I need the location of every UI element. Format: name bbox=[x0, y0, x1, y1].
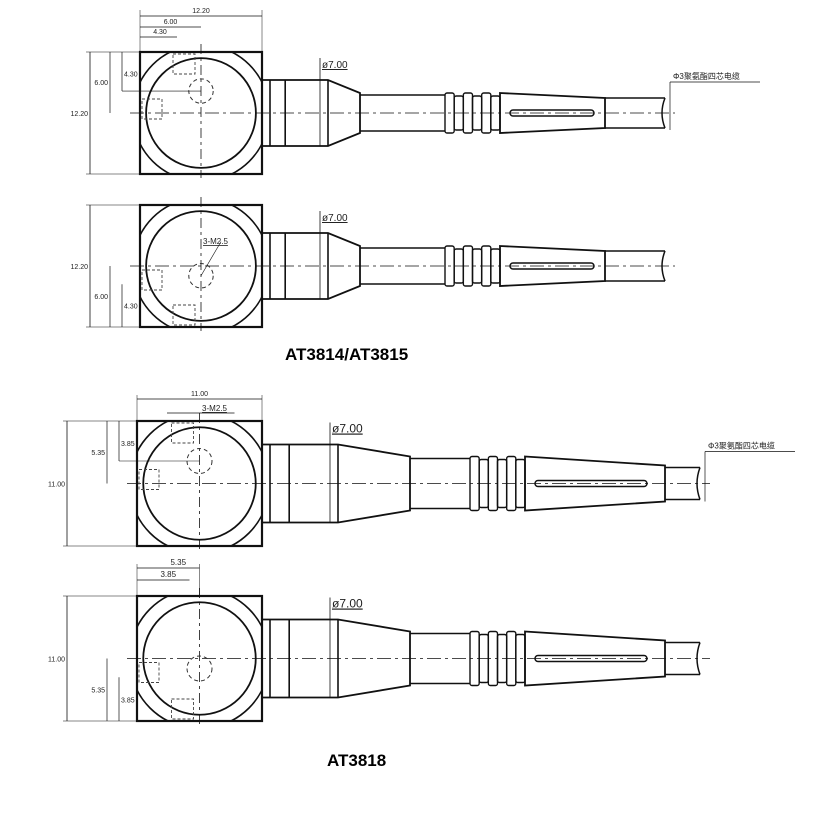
diameter-label: ø7.00 bbox=[332, 422, 363, 436]
cable bbox=[605, 97, 666, 129]
cable-connector bbox=[262, 618, 701, 699]
height-label: 12.20 bbox=[70, 111, 88, 118]
sleeve-slot bbox=[534, 654, 648, 663]
hidden-hole bbox=[172, 53, 196, 75]
sleeve-slot bbox=[534, 479, 648, 488]
v-mid-label: 6.00 bbox=[94, 294, 108, 301]
v-mid-label: 6.00 bbox=[94, 80, 108, 87]
model-title-at3818: AT3818 bbox=[327, 751, 387, 770]
cable-spec-label: Φ3聚氨酯四芯电缆 bbox=[708, 441, 775, 451]
thread-label: 3-M2.5 bbox=[202, 404, 227, 413]
v-mid-label: 5.35 bbox=[91, 450, 105, 457]
height-label: 12.20 bbox=[70, 264, 88, 271]
hidden-hole bbox=[141, 98, 163, 120]
cable bbox=[665, 466, 701, 501]
cable-connector bbox=[262, 443, 701, 524]
v-mid-label: 5.35 bbox=[91, 687, 105, 694]
hidden-hole bbox=[141, 269, 163, 291]
v-inner-label: 4.30 bbox=[124, 71, 138, 78]
hidden-hole bbox=[172, 304, 196, 326]
cable bbox=[665, 641, 701, 676]
threaded-hole bbox=[188, 263, 214, 289]
height-label: 11.00 bbox=[48, 482, 65, 489]
dimension-label: 11.00 bbox=[191, 391, 208, 398]
v-inner-label: 4.30 bbox=[124, 304, 138, 311]
thread-label: 3-M2.5 bbox=[203, 237, 228, 246]
dimension-label: 4.30 bbox=[153, 29, 167, 36]
diameter-label: ø7.00 bbox=[322, 213, 348, 224]
dimension-label: 3.85 bbox=[160, 570, 176, 579]
dimension-label: 5.35 bbox=[170, 558, 186, 567]
sensor-view-2: ø7.00 12.20 6.00 4.30 3-M2.5 bbox=[70, 197, 675, 331]
threaded-hole bbox=[186, 655, 213, 682]
height-label: 11.00 bbox=[48, 657, 65, 664]
hidden-hole bbox=[171, 698, 194, 720]
sleeve-slot bbox=[509, 262, 595, 270]
v-inner-label: 3.85 bbox=[121, 441, 135, 448]
sensor-view-4: ø7.00 11.00 5.35 3.85 5.35 3.85 bbox=[48, 558, 710, 725]
model-title-at3814: AT3814/AT3815 bbox=[285, 345, 409, 364]
dimension-label: 12.20 bbox=[192, 8, 210, 15]
cable-spec-label: Φ3聚氨酯四芯电缆 bbox=[673, 71, 740, 81]
diameter-label: ø7.00 bbox=[322, 60, 348, 71]
hidden-hole bbox=[171, 422, 194, 444]
v-inner-label: 3.85 bbox=[121, 697, 135, 704]
drawing-line bbox=[200, 241, 222, 276]
diameter-label: ø7.00 bbox=[332, 597, 363, 611]
cable bbox=[605, 250, 666, 282]
cable-connector bbox=[262, 79, 666, 147]
threaded-hole bbox=[186, 448, 213, 474]
dimension-label: 6.00 bbox=[164, 19, 178, 26]
cable-connector bbox=[262, 232, 666, 300]
hidden-hole bbox=[138, 469, 160, 490]
sleeve-slot bbox=[509, 109, 595, 117]
hidden-hole bbox=[138, 662, 160, 683]
